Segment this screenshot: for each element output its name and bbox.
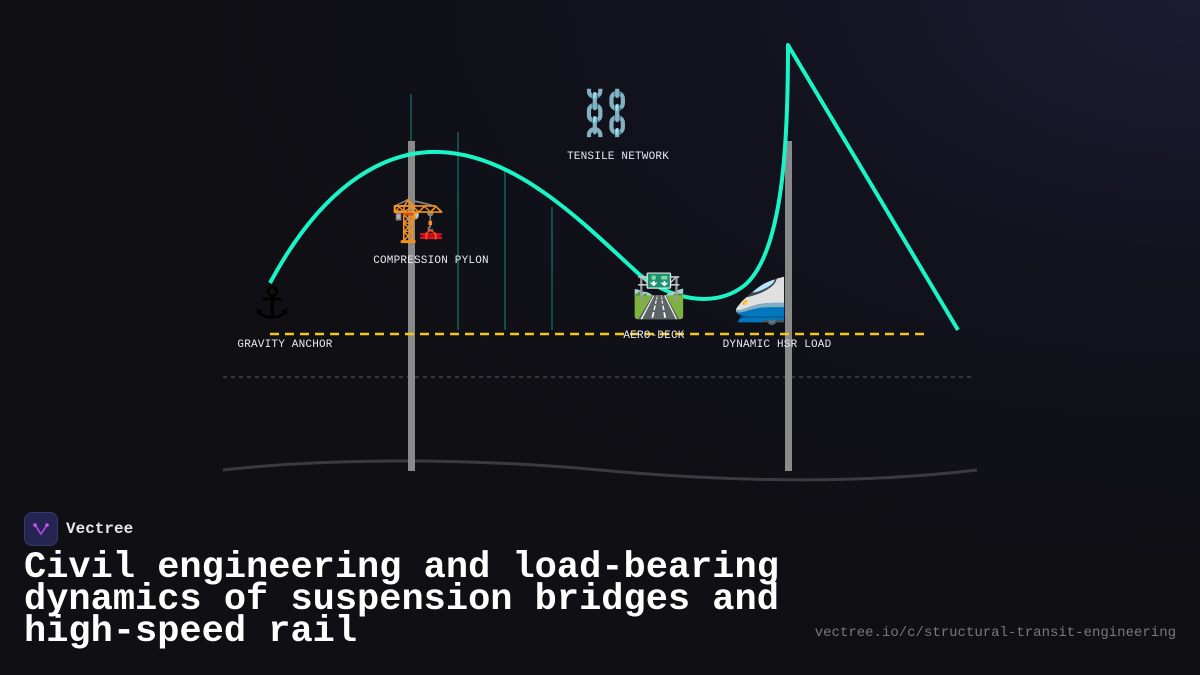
anchor-icon: ⚓ bbox=[252, 278, 292, 329]
node-label-compression-pylon: COMPRESSION PYLON bbox=[373, 255, 489, 267]
node-label-dynamic-hsr-load: DYNAMIC HSR LOAD bbox=[722, 339, 832, 351]
page-title: Civil engineering and load-bearing dynam… bbox=[24, 547, 779, 653]
node-label-aero-deck: AERO-DECK bbox=[623, 330, 685, 342]
main-cable bbox=[268, 43, 960, 332]
source-url: vectree.io/c/structural-transit-engineer… bbox=[814, 625, 1176, 641]
node-label-gravity-anchor: GRAVITY ANCHOR bbox=[237, 339, 333, 351]
brand: Vectree bbox=[24, 512, 133, 546]
terrain-line bbox=[222, 459, 978, 482]
bullet-train-icon: 🚄 bbox=[732, 276, 788, 327]
crane-icon: 🏗️ bbox=[390, 194, 446, 245]
tower-left bbox=[408, 141, 415, 471]
motorway-icon: 🛣️ bbox=[631, 270, 687, 321]
chains-icon: ⛓️ bbox=[578, 88, 634, 139]
brand-name: Vectree bbox=[66, 520, 134, 538]
node-label-tensile-network: TENSILE NETWORK bbox=[566, 151, 670, 163]
tower-right bbox=[785, 141, 792, 471]
vectree-logo-icon bbox=[24, 512, 58, 546]
